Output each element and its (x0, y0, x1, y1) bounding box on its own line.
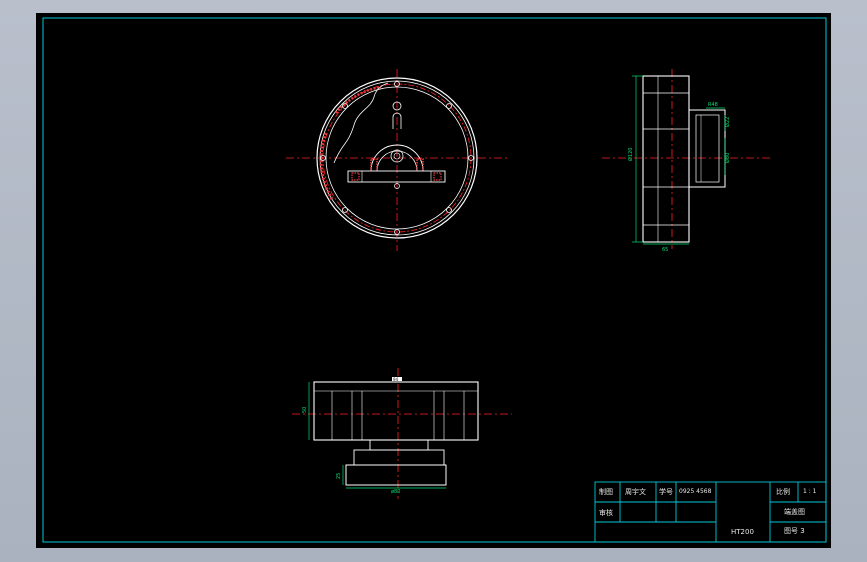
rib-slot (392, 112, 402, 129)
side-hub (688, 109, 726, 188)
break-line (333, 82, 389, 164)
top-view: 94 50 25 ø80 (292, 368, 512, 499)
bolt-hole (342, 207, 348, 213)
outer-rim (316, 77, 478, 239)
tb-student-no: 0925 4568 (679, 488, 712, 495)
top-boss (392, 101, 402, 111)
dim-label-base-width: ø80 (391, 489, 400, 495)
bolt-hole (446, 103, 452, 109)
base-foot (347, 170, 446, 183)
side-main-body (642, 75, 690, 243)
center-bore (390, 149, 404, 163)
title-block (594, 481, 827, 543)
side-hub-inner (695, 114, 720, 183)
top-hub-neck (369, 439, 429, 451)
foot-hatch-right (433, 172, 442, 181)
bolt-hole (342, 103, 348, 109)
bolt-hole (446, 207, 452, 213)
dim-label-base-height: 25 (336, 473, 342, 479)
bolt-hole (394, 81, 400, 87)
top-hub-base (345, 464, 447, 486)
tb-part-name: 端盖图 (784, 508, 805, 516)
title-block-frame (594, 481, 827, 543)
top-label: 94 (393, 377, 399, 382)
tb-drawn-name: 周宇文 (625, 488, 646, 496)
inner-face (325, 86, 469, 230)
bolt-hole (394, 229, 400, 235)
side-view: Ø120 65 R48 Ø22 Ø80 (602, 69, 772, 253)
tb-scale-label: 比例 (776, 488, 790, 496)
bolt-holes (320, 81, 474, 235)
hub-outer-arc (370, 144, 424, 172)
dim-label-height: Ø120 (627, 148, 634, 161)
drawing-sheet: Ø120 65 R48 Ø22 Ø80 (36, 13, 831, 548)
section-hatch-top (335, 85, 382, 114)
dim-label-left: 50 (302, 407, 308, 413)
top-dimensions (308, 382, 446, 489)
tb-drawing-no: 图号 3 (784, 527, 805, 535)
hub-hatch-left (370, 158, 378, 171)
side-dimensions (632, 75, 726, 245)
hub-hatch-right (416, 158, 424, 171)
hub-inner-arc (376, 150, 418, 172)
foot-hatch-left (351, 172, 360, 181)
tb-check-label: 审核 (599, 509, 613, 517)
bolt-circle (322, 83, 472, 233)
tb-drawn-label: 制图 (599, 488, 613, 496)
drawing-border (42, 17, 827, 543)
top-label-box (392, 377, 402, 381)
tb-scale-value: 1 : 1 (803, 488, 817, 495)
top-hub-flange (353, 449, 445, 466)
dim-label-small: Ø22 (724, 117, 731, 127)
dim-label-bore: Ø80 (724, 153, 731, 163)
bolt-hole (468, 155, 474, 161)
bolt-hole (320, 155, 326, 161)
lower-hole (394, 183, 400, 189)
cad-drawing: Ø120 65 R48 Ø22 Ø80 (42, 17, 827, 543)
dim-label-top: R48 (708, 102, 718, 108)
center-bore-inner (393, 152, 401, 160)
dim-label-width: 65 (662, 247, 668, 253)
tb-student-no-label: 学号 (659, 488, 673, 496)
tb-material: HT200 (731, 528, 754, 536)
front-view (286, 69, 508, 251)
